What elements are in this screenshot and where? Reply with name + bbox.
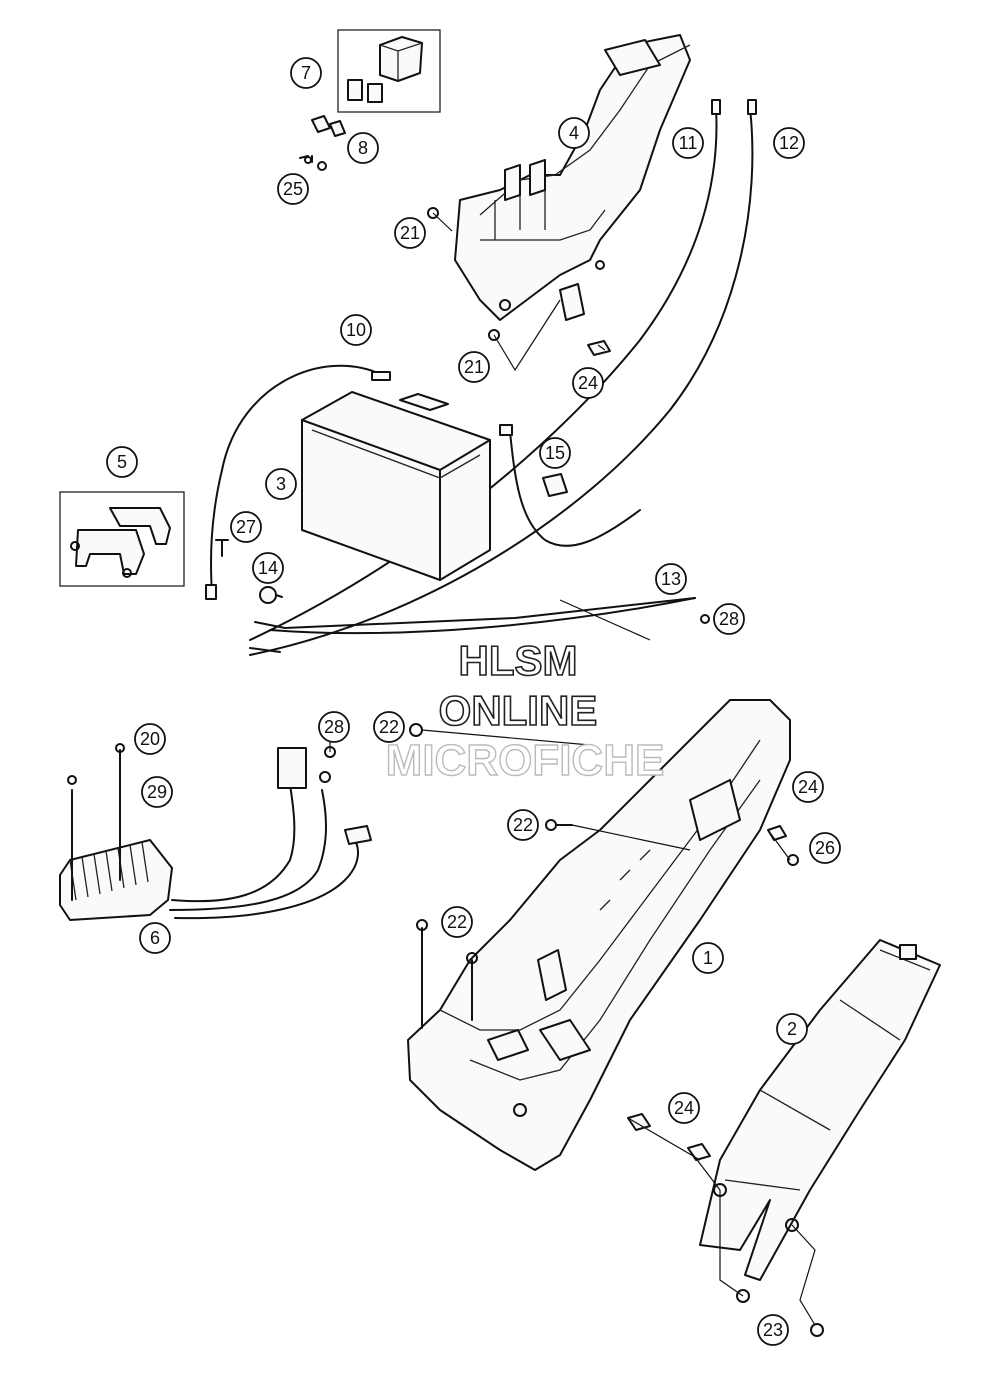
callout-25-label: 25 — [283, 179, 303, 199]
callout-14-label: 14 — [258, 558, 278, 578]
callout-10-label: 10 — [346, 320, 366, 340]
callout-24-lower: 24 — [668, 1092, 700, 1124]
callout-6: 6 — [139, 922, 171, 954]
callout-5: 5 — [106, 446, 138, 478]
callout-28-upper: 28 — [713, 603, 745, 635]
regulator — [59, 743, 372, 921]
callout-4: 4 — [558, 117, 590, 149]
callout-8: 8 — [347, 132, 379, 164]
callout-6-label: 6 — [150, 928, 160, 948]
cables-11-12 — [249, 99, 757, 656]
callout-24-middle: 24 — [792, 771, 824, 803]
callout-10: 10 — [340, 314, 372, 346]
callout-27-label: 27 — [236, 517, 256, 537]
callout-29-label: 29 — [147, 782, 167, 802]
callout-29: 29 — [141, 776, 173, 808]
callout-24-upper: 24 — [572, 367, 604, 399]
bracket-5 — [59, 491, 185, 587]
callout-28-lower: 28 — [318, 711, 350, 743]
callout-11-label: 11 — [679, 133, 698, 153]
callout-24-lower-label: 24 — [674, 1098, 694, 1118]
callout-12-label: 12 — [779, 133, 799, 153]
battery — [301, 391, 491, 581]
callout-23: 23 — [757, 1314, 789, 1346]
callout-22-lower-label: 22 — [447, 912, 467, 932]
callout-21-lower-label: 21 — [464, 357, 484, 377]
callout-22-upper: 22 — [373, 711, 405, 743]
watermark: HLSM ONLINE MICROFICHE — [385, 636, 665, 786]
cable-15 — [499, 424, 641, 547]
callout-23-label: 23 — [763, 1320, 783, 1340]
callout-26-label: 26 — [815, 838, 835, 858]
callout-13-label: 13 — [661, 569, 681, 589]
callout-11: 11 — [672, 127, 704, 159]
callout-22-upper-label: 22 — [379, 717, 399, 737]
callout-20-label: 20 — [140, 729, 160, 749]
callout-27: 27 — [230, 511, 262, 543]
callout-21-upper-label: 21 — [400, 223, 420, 243]
callout-20: 20 — [134, 723, 166, 755]
watermark-line-3: MICROFICHE — [386, 736, 665, 785]
watermark-line-2: ONLINE — [439, 687, 598, 734]
callout-3-label: 3 — [276, 474, 286, 494]
callout-8-label: 8 — [358, 138, 368, 158]
callout-1: 1 — [692, 942, 724, 974]
callout-7: 7 — [290, 57, 322, 89]
callout-7-label: 7 — [301, 63, 311, 83]
callout-15: 15 — [539, 437, 571, 469]
fuse-clips — [299, 115, 346, 171]
callout-1-label: 1 — [703, 948, 713, 968]
callouts: 7 8 25 4 11 12 21 21 24 10 15 5 3 27 14 … — [106, 57, 841, 1346]
callout-3: 3 — [265, 468, 297, 500]
callout-21-lower: 21 — [458, 351, 490, 383]
callout-21-upper: 21 — [394, 217, 426, 249]
leader-lines — [329, 212, 791, 1191]
callout-28-upper-label: 28 — [719, 609, 739, 629]
callout-22-lower: 22 — [441, 906, 473, 938]
battery-bracket — [454, 34, 691, 321]
cable-13 — [269, 597, 710, 635]
watermark-line-1: HLSM — [459, 637, 578, 684]
callout-25: 25 — [277, 173, 309, 205]
callout-2: 2 — [776, 1013, 808, 1045]
callout-5-label: 5 — [117, 452, 127, 472]
callout-24-upper-label: 24 — [578, 373, 598, 393]
callout-24-middle-label: 24 — [798, 777, 818, 797]
callout-2-label: 2 — [787, 1019, 797, 1039]
relay-box — [337, 29, 441, 113]
callout-14: 14 — [252, 552, 284, 584]
callout-22-middle: 22 — [507, 809, 539, 841]
callout-4-label: 4 — [569, 123, 579, 143]
callout-15-label: 15 — [545, 443, 565, 463]
rear-cover — [699, 939, 941, 1281]
battery-box-frame — [407, 699, 791, 1171]
screws-22 — [409, 723, 591, 1029]
callout-26: 26 — [809, 832, 841, 864]
screws-21 — [427, 207, 611, 356]
clips-24-26 — [767, 825, 799, 866]
screw-27-cap-14 — [215, 539, 283, 604]
callout-28-lower-label: 28 — [324, 717, 344, 737]
callout-22-middle-label: 22 — [513, 815, 533, 835]
cable-10 — [205, 364, 391, 600]
callout-13: 13 — [655, 563, 687, 595]
callout-12: 12 — [773, 127, 805, 159]
